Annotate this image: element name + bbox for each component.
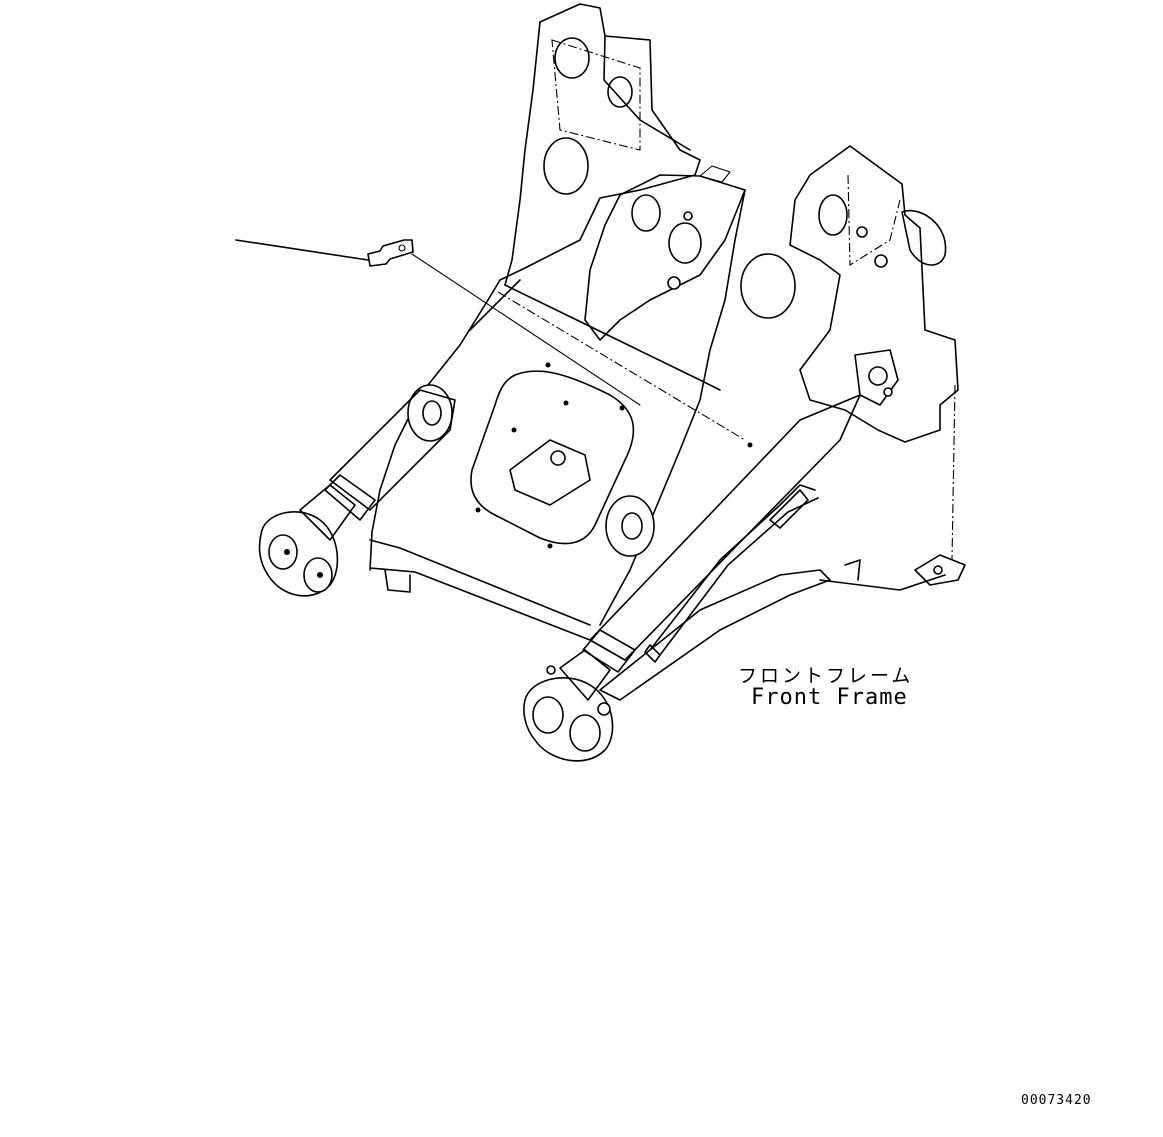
inspection-cutout: [470, 362, 753, 549]
hose-assembly: [599, 484, 966, 701]
drawing-number: 00073420: [1021, 1093, 1092, 1108]
main-frame-plate: [369, 189, 746, 641]
right-cylinder: [523, 394, 861, 762]
bracket-part: [367, 239, 414, 267]
middle-lobes: [584, 165, 746, 341]
part-name-english: Front Frame: [751, 685, 908, 710]
frame-bosses: [407, 384, 655, 557]
part-name-japanese: フロントフレーム: [738, 665, 914, 687]
upper-tower-right: [740, 145, 959, 561]
upper-tower-left: [487, 3, 701, 301]
left-cylinder: [258, 389, 456, 597]
callout-leader: [235, 239, 641, 406]
